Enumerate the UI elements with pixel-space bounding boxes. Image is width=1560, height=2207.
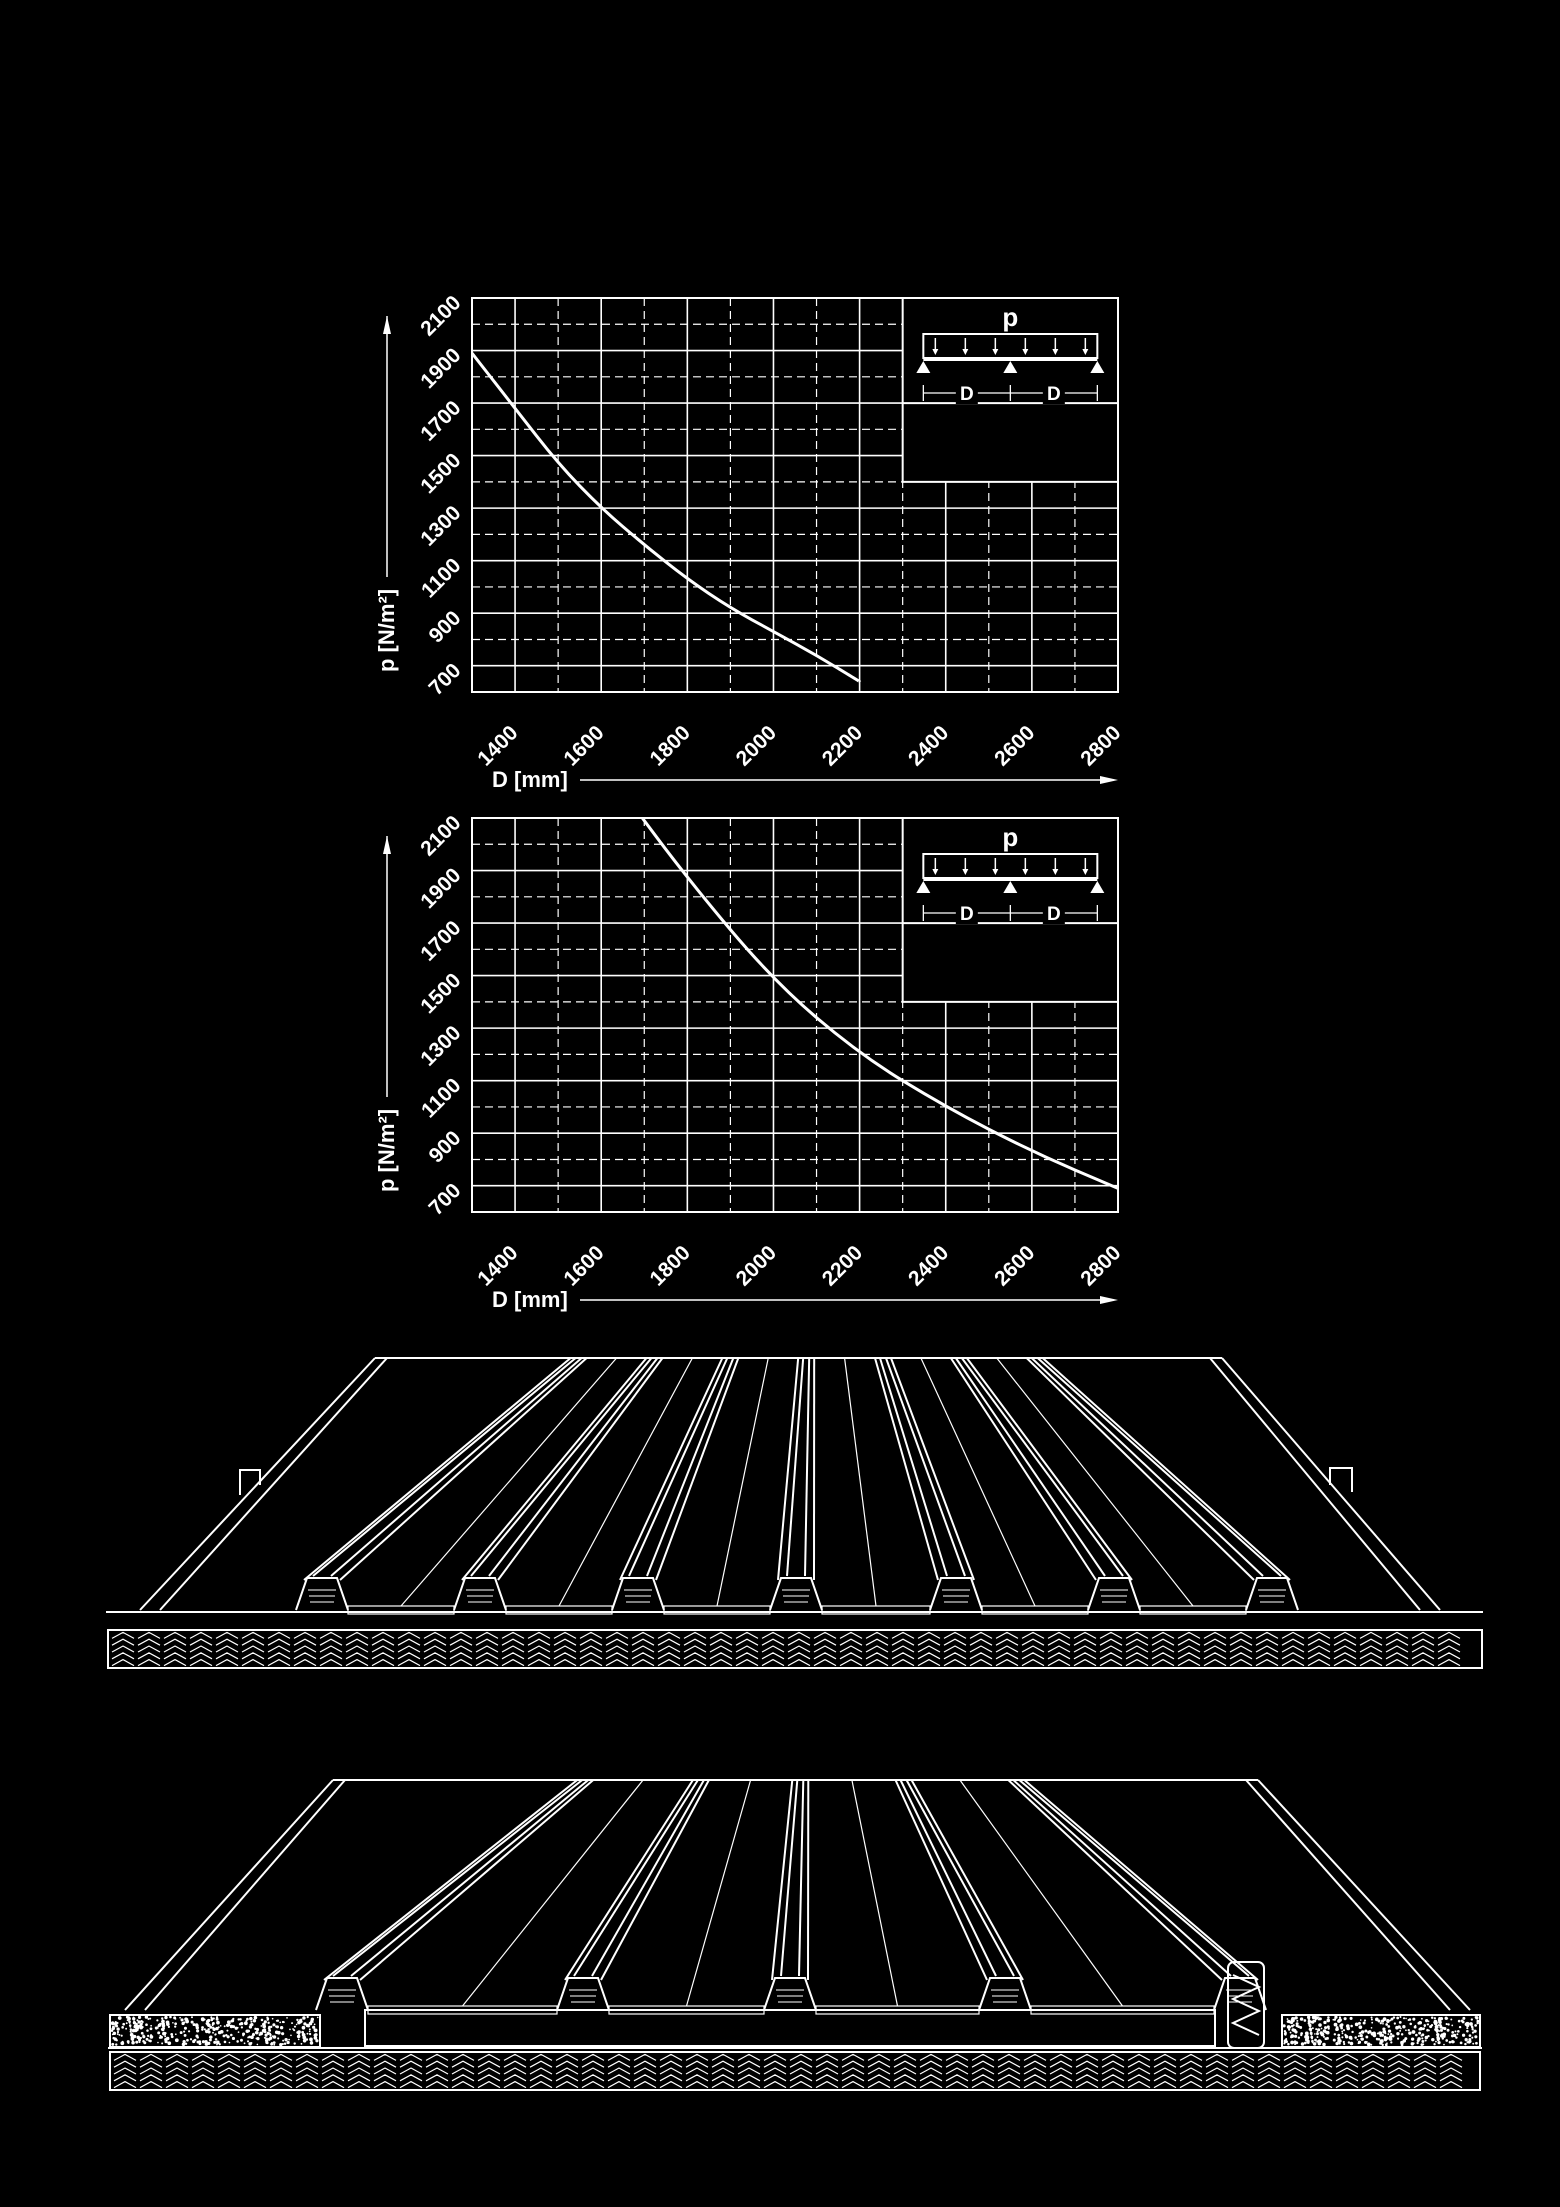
- x-tick-label: 1400: [473, 1241, 522, 1290]
- y-tick-label: 900: [424, 606, 465, 647]
- load-arrow-head: [992, 869, 999, 875]
- data-curve: [640, 818, 1118, 1190]
- x-tick-label: 1800: [646, 721, 695, 770]
- span-label: D: [1047, 904, 1061, 925]
- corrugated-sheet: [139, 1357, 1441, 1615]
- load-arrow-head: [1052, 869, 1059, 875]
- load-arrow-head: [932, 349, 939, 355]
- span-label: D: [960, 384, 974, 405]
- x-tick-label: 2400: [904, 1241, 953, 1290]
- load-arrow-head: [1022, 349, 1029, 355]
- y-tick-label: 1700: [416, 916, 465, 965]
- end-seal: [1227, 1961, 1265, 2049]
- load-arrow-head: [1082, 869, 1089, 875]
- x-tick-label: 2600: [990, 1241, 1039, 1290]
- x-tick-label: 2600: [990, 721, 1039, 770]
- roof-sheet-drawing-2: [108, 1779, 1482, 2091]
- y-tick-label: 2100: [416, 291, 465, 340]
- x-tick-label: 2000: [732, 721, 781, 770]
- load-arrow-head: [992, 349, 999, 355]
- support-triangle: [916, 361, 931, 373]
- y-tick-label: 1700: [416, 396, 465, 445]
- y-tick-label: 900: [424, 1126, 465, 1167]
- y-tick-label: 700: [424, 659, 465, 700]
- x-axis-arrow-head: [1100, 1296, 1118, 1304]
- support-triangle: [1003, 881, 1018, 893]
- x-tick-label: 2800: [1076, 1241, 1125, 1290]
- x-tick-label: 1800: [646, 1241, 695, 1290]
- span-label-bg: [955, 902, 978, 924]
- support-triangle: [1003, 361, 1018, 373]
- insulation-fill: [110, 2015, 1480, 2047]
- insulation-right: [1281, 2014, 1481, 2048]
- load-arrow-head: [962, 869, 969, 875]
- x-tick-label: 2800: [1076, 721, 1125, 770]
- y-axis-label: p [N/m²]: [374, 589, 399, 672]
- span-label: D: [1047, 384, 1061, 405]
- x-axis-arrow-head: [1100, 776, 1118, 784]
- load-arrow-head: [962, 349, 969, 355]
- x-tick-label: 2000: [732, 1241, 781, 1290]
- support-beam: [364, 2009, 1216, 2047]
- side-clip-right: [1329, 1467, 1353, 1492]
- distributed-load: [922, 853, 1099, 879]
- chart-1: pD D 1400 1600 1800 2000 2200 2400 2600 2800 700 90…: [374, 291, 1126, 792]
- span-label-bg: [1042, 902, 1065, 924]
- y-tick-label: 1500: [416, 449, 465, 498]
- y-tick-label: 1500: [416, 969, 465, 1018]
- y-axis-label: p [N/m²]: [374, 1109, 399, 1192]
- span-label: D: [960, 904, 974, 925]
- base-hatching: [111, 1631, 1461, 1667]
- span-label-bg: [1042, 382, 1065, 404]
- x-axis-label: D [mm]: [492, 1287, 568, 1312]
- load-label: p: [1002, 822, 1018, 852]
- span-label-bg: [955, 382, 978, 404]
- distributed-load: [922, 333, 1099, 359]
- x-tick-label: 2200: [818, 721, 867, 770]
- load-arrow-head: [932, 869, 939, 875]
- y-axis-arrow-head: [383, 316, 391, 334]
- load-arrow-head: [1082, 349, 1089, 355]
- x-tick-label: 1400: [473, 721, 522, 770]
- side-clip-left: [239, 1469, 261, 1495]
- load-arrow-head: [1022, 869, 1029, 875]
- y-tick-label: 700: [424, 1179, 465, 1220]
- y-tick-label: 1300: [416, 501, 465, 550]
- base-hatching: [113, 2053, 1463, 2089]
- y-tick-label: 1900: [416, 344, 465, 393]
- chart-2: pD D 1400 1600 1800 2000 2200 2400 2600 2800 700 90…: [374, 811, 1126, 1312]
- x-tick-label: 1600: [559, 721, 608, 770]
- corrugated-sheet: [124, 1779, 1471, 2015]
- y-tick-label: 1900: [416, 864, 465, 913]
- roof-sheet-drawing-1: [106, 1357, 1483, 1669]
- data-curve: [472, 352, 861, 683]
- y-tick-label: 1100: [417, 1074, 465, 1122]
- support-triangle: [916, 881, 931, 893]
- x-tick-label: 2200: [818, 1241, 867, 1290]
- x-tick-label: 2400: [904, 721, 953, 770]
- y-axis-arrow-head: [383, 836, 391, 854]
- insulation-left: [109, 2014, 321, 2048]
- end-seal-zigzag: [1230, 1974, 1262, 2036]
- support-triangle: [1090, 361, 1105, 373]
- y-tick-label: 1100: [417, 554, 465, 602]
- y-tick-label: 2100: [416, 811, 465, 860]
- support-triangle: [1090, 881, 1105, 893]
- y-tick-label: 1300: [416, 1021, 465, 1070]
- x-axis-label: D [mm]: [492, 767, 568, 792]
- load-arrow-head: [1052, 349, 1059, 355]
- x-tick-label: 1600: [559, 1241, 608, 1290]
- load-label: p: [1002, 302, 1018, 332]
